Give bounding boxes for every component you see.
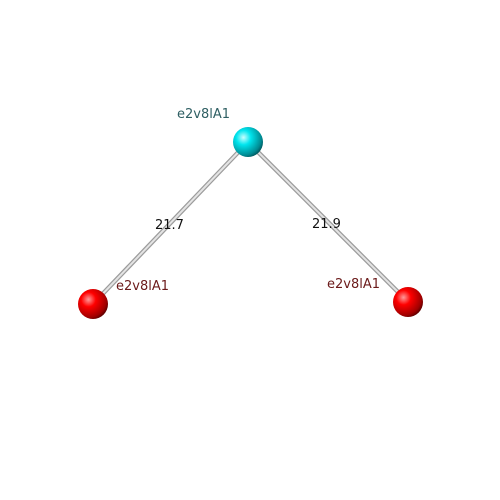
node-label-top: e2v8lA1 [177, 107, 230, 122]
edge-top-right [245, 139, 411, 305]
node-label-right: e2v8lA1 [327, 277, 380, 292]
edge-label-top-right: 21.9 [312, 217, 341, 232]
node-top[interactable] [233, 127, 263, 157]
node-label-left: e2v8lA1 [116, 279, 169, 294]
edge-label-top-left: 21.7 [155, 218, 184, 233]
node-right[interactable] [393, 287, 423, 317]
edge-top-left [90, 139, 251, 307]
node-left[interactable] [78, 289, 108, 319]
